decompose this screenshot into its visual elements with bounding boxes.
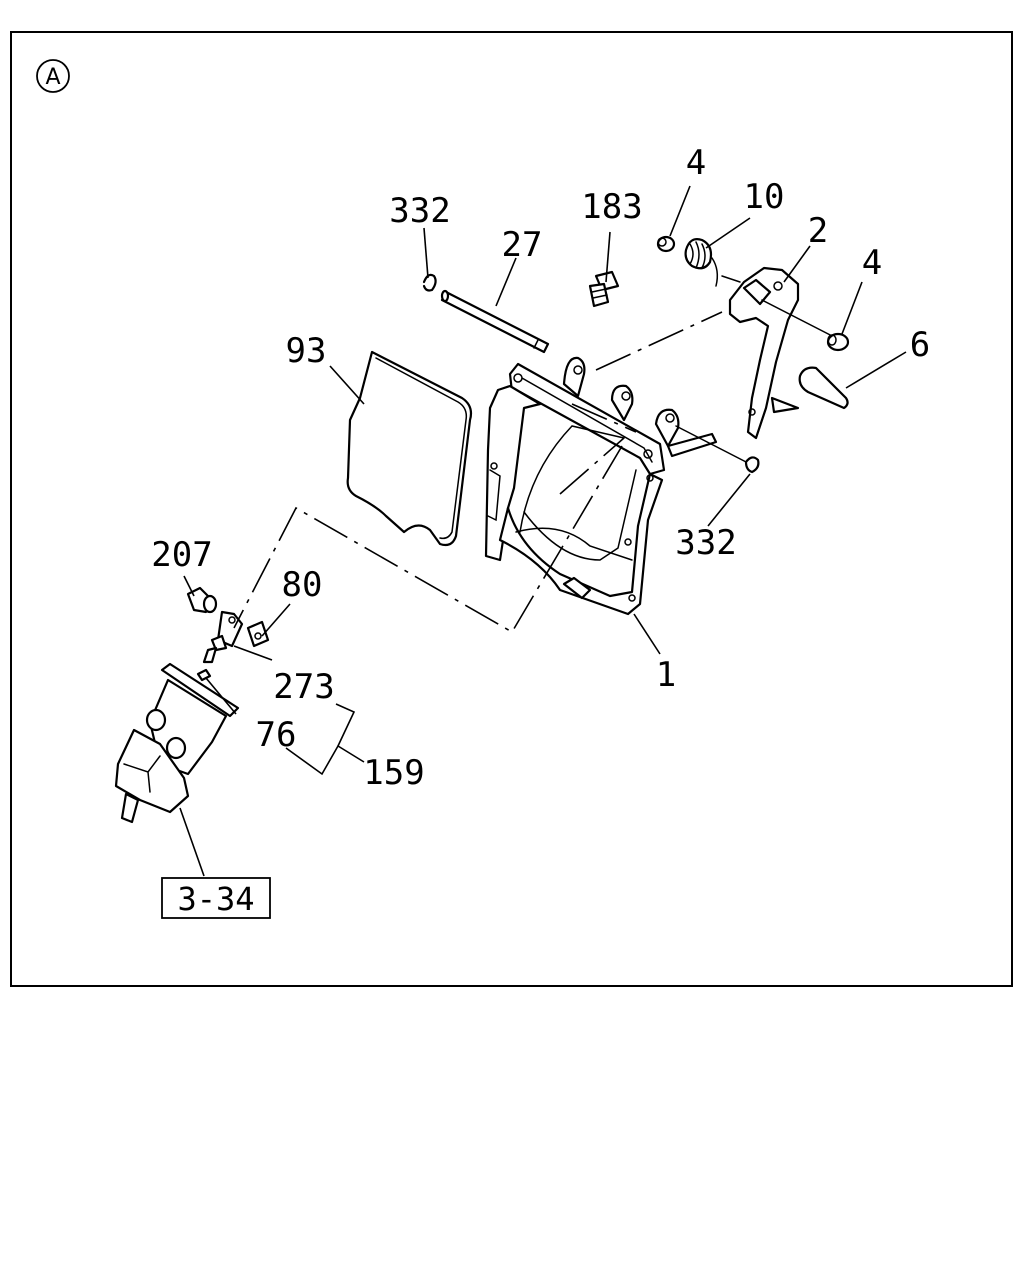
part-6-pedal-pad	[798, 366, 849, 410]
part-207-plug	[186, 586, 218, 614]
part-159-master-cylinder	[114, 662, 240, 824]
center-lines	[233, 311, 723, 634]
view-marker-letter: A	[45, 65, 60, 90]
diagram-frame	[10, 31, 1013, 987]
leader-lines	[179, 185, 907, 877]
callout-159: 159	[363, 753, 424, 793]
callout-93: 93	[286, 331, 327, 371]
part-4-bushing-top	[656, 235, 676, 253]
callout-10: 10	[744, 177, 785, 217]
part-1-bracket	[484, 356, 751, 616]
callout-332-right: 332	[675, 523, 736, 563]
part-4-bushing-right	[826, 332, 850, 352]
view-marker: A	[36, 59, 70, 93]
part-76-pin	[196, 668, 212, 682]
part-332-clip-right	[744, 456, 760, 474]
part-2-pedal-arm	[721, 266, 841, 440]
part-80-clip	[246, 620, 270, 648]
reference-box-label: 3-34	[177, 880, 254, 918]
part-183-bolt	[588, 270, 620, 308]
part-273-clevis	[202, 610, 244, 664]
part-27-shaft	[440, 289, 550, 354]
callout-207: 207	[151, 535, 212, 575]
callout-4-top: 4	[686, 143, 706, 183]
callout-332-top: 332	[389, 191, 450, 231]
callout-2: 2	[808, 211, 828, 251]
callout-183: 183	[581, 187, 642, 227]
callouts: 332 183 4 10 27 2 4 93 6 332 207 80 273 …	[151, 143, 930, 793]
part-93-gasket	[346, 350, 473, 547]
callout-6: 6	[910, 325, 930, 365]
callout-80: 80	[282, 565, 323, 605]
part-332-clip-top	[422, 273, 437, 292]
callout-1: 1	[656, 655, 676, 695]
reference-box: 3-34	[161, 877, 271, 919]
callout-4-right: 4	[862, 243, 882, 283]
callout-273: 273	[273, 667, 334, 707]
callout-27: 27	[502, 225, 543, 265]
callout-76: 76	[256, 715, 297, 755]
part-10-spring	[684, 238, 719, 287]
